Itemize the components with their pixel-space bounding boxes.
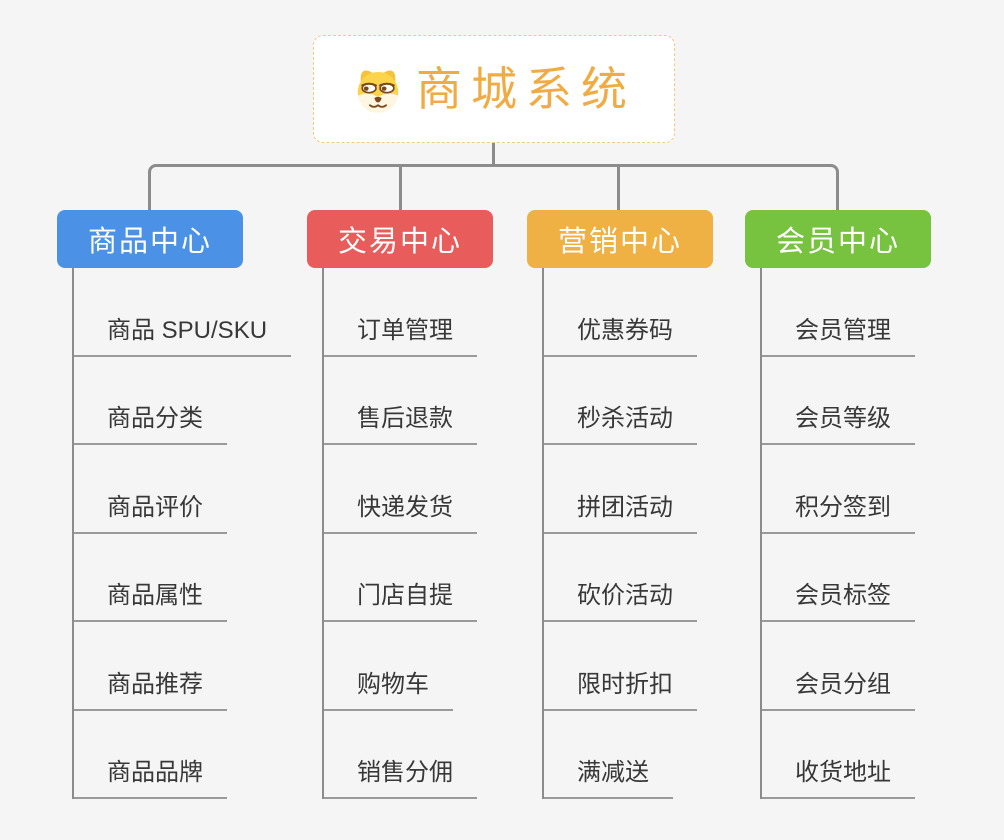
child-node[interactable]: 商品品牌 bbox=[74, 759, 227, 799]
child-node[interactable]: 拼团活动 bbox=[544, 494, 697, 534]
child-node[interactable]: 限时折扣 bbox=[544, 671, 697, 711]
branch-header-3[interactable]: 营销中心 bbox=[527, 210, 713, 268]
child-node[interactable]: 购物车 bbox=[324, 671, 453, 711]
child-row: 售后退款 bbox=[324, 357, 477, 445]
child-row: 购物车 bbox=[324, 622, 477, 711]
dog-face-icon bbox=[357, 70, 399, 113]
child-node[interactable]: 会员分组 bbox=[762, 671, 915, 711]
child-node[interactable]: 商品评价 bbox=[74, 494, 227, 534]
child-node[interactable]: 秒杀活动 bbox=[544, 405, 697, 445]
child-node[interactable]: 商品分类 bbox=[74, 405, 227, 445]
child-row: 收货地址 bbox=[762, 711, 915, 799]
branch-header-4[interactable]: 会员中心 bbox=[745, 210, 931, 268]
child-node[interactable]: 商品属性 bbox=[74, 582, 227, 622]
child-row: 秒杀活动 bbox=[544, 357, 697, 445]
child-row: 快递发货 bbox=[324, 445, 477, 534]
child-node[interactable]: 售后退款 bbox=[324, 405, 477, 445]
child-row: 商品属性 bbox=[74, 534, 291, 622]
branch-column-4: 会员管理会员等级积分签到会员标签会员分组收货地址 bbox=[760, 268, 915, 799]
child-node[interactable]: 商品 SPU/SKU bbox=[74, 317, 292, 357]
child-node[interactable]: 优惠券码 bbox=[544, 317, 697, 357]
child-row: 砍价活动 bbox=[544, 534, 697, 622]
branch-column-3: 优惠券码秒杀活动拼团活动砍价活动限时折扣满减送 bbox=[542, 268, 697, 799]
child-node[interactable]: 会员管理 bbox=[762, 317, 915, 357]
child-row: 会员分组 bbox=[762, 622, 915, 711]
child-row: 订单管理 bbox=[324, 268, 477, 357]
child-row: 满减送 bbox=[544, 711, 697, 799]
branch-header-1[interactable]: 商品中心 bbox=[57, 210, 243, 268]
child-row: 积分签到 bbox=[762, 445, 915, 534]
root-node[interactable]: 商城系统 bbox=[313, 35, 675, 143]
root-title: 商城系统 bbox=[416, 63, 636, 115]
child-row: 拼团活动 bbox=[544, 445, 697, 534]
child-row: 商品品牌 bbox=[74, 711, 291, 799]
connector-root-stub bbox=[492, 143, 495, 167]
child-node[interactable]: 积分签到 bbox=[762, 494, 915, 534]
child-node[interactable]: 销售分佣 bbox=[324, 759, 477, 799]
connector-bus bbox=[148, 164, 839, 210]
child-node[interactable]: 商品推荐 bbox=[74, 671, 227, 711]
child-node[interactable]: 会员等级 bbox=[762, 405, 915, 445]
child-node[interactable]: 会员标签 bbox=[762, 582, 915, 622]
child-node[interactable]: 快递发货 bbox=[324, 494, 477, 534]
child-node[interactable]: 满减送 bbox=[544, 759, 673, 799]
child-row: 门店自提 bbox=[324, 534, 477, 622]
branch-header-2[interactable]: 交易中心 bbox=[307, 210, 493, 268]
child-row: 会员管理 bbox=[762, 268, 915, 357]
child-row: 商品评价 bbox=[74, 445, 291, 534]
child-row: 商品推荐 bbox=[74, 622, 291, 711]
child-row: 优惠券码 bbox=[544, 268, 697, 357]
child-row: 限时折扣 bbox=[544, 622, 697, 711]
branch-column-2: 订单管理售后退款快递发货门店自提购物车销售分佣 bbox=[322, 268, 477, 799]
child-node[interactable]: 门店自提 bbox=[324, 582, 477, 622]
child-row: 商品 SPU/SKU bbox=[74, 268, 292, 357]
connector-drop-branch-2 bbox=[399, 166, 402, 210]
child-row: 会员标签 bbox=[762, 534, 915, 622]
child-row: 会员等级 bbox=[762, 357, 915, 445]
child-row: 销售分佣 bbox=[324, 711, 477, 799]
child-node[interactable]: 收货地址 bbox=[762, 759, 915, 799]
child-node[interactable]: 订单管理 bbox=[324, 317, 477, 357]
connector-drop-branch-3 bbox=[617, 166, 620, 210]
child-node[interactable]: 砍价活动 bbox=[544, 582, 697, 622]
branch-column-1: 商品 SPU/SKU 商品分类商品评价商品属性商品推荐商品品牌 bbox=[72, 268, 292, 799]
child-row: 商品分类 bbox=[74, 357, 291, 445]
